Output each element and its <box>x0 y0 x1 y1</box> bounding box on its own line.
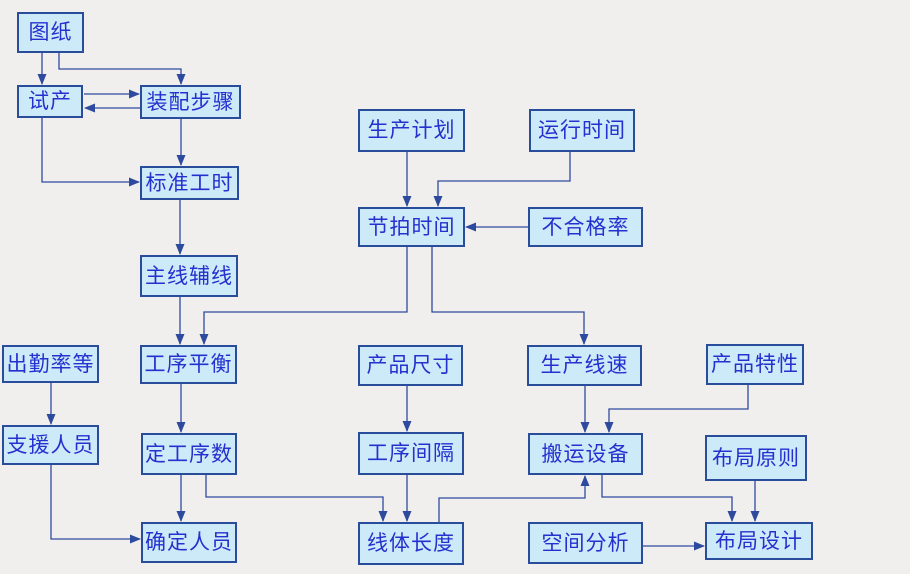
node-product-characteristics: 产品特性 <box>706 344 804 385</box>
connector-run-time-to-takt-time <box>433 152 571 207</box>
node-product-size: 产品尺寸 <box>358 345 463 386</box>
node-production-plan: 生产计划 <box>358 109 465 152</box>
node-space-analysis: 空间分析 <box>528 522 643 564</box>
connector-handling-equipment-to-layout-design <box>601 475 737 522</box>
node-attendance-rate: 出勤率等 <box>2 345 99 383</box>
connector-trial-production-to-standard-hours <box>41 118 140 187</box>
connector-process-count-to-line-length <box>205 475 388 522</box>
node-layout-principles: 布局原则 <box>705 435 807 481</box>
node-support-staff: 支援人员 <box>2 425 99 465</box>
node-line-speed: 生产线速 <box>527 345 642 386</box>
node-process-balance: 工序平衡 <box>140 345 237 384</box>
node-process-count: 定工序数 <box>141 433 237 475</box>
node-run-time: 运行时间 <box>529 109 635 152</box>
node-main-aux-line: 主线辅线 <box>140 255 238 297</box>
node-assembly-steps: 装配步骤 <box>140 85 241 119</box>
connector-takt-time-to-line-speed <box>431 247 589 345</box>
node-drawing: 图纸 <box>17 12 84 53</box>
node-defect-rate: 不合格率 <box>528 207 643 247</box>
node-standard-hours: 标准工时 <box>140 166 239 200</box>
connector-support-staff-to-staff-determination <box>50 465 141 544</box>
node-layout-design: 布局设计 <box>705 522 813 560</box>
node-takt-time: 节拍时间 <box>358 207 465 247</box>
node-handling-equipment: 搬运设备 <box>528 433 643 475</box>
connector-product-characteristics-to-handling-equipment <box>604 385 749 433</box>
node-line-length: 线体长度 <box>358 522 464 565</box>
connector-takt-time-to-process-balance <box>199 247 408 345</box>
connector-line-length-to-handling-equipment <box>438 475 590 522</box>
node-trial-production: 试产 <box>17 85 83 118</box>
node-process-interval: 工序间隔 <box>358 432 464 475</box>
node-staff-determination: 确定人员 <box>141 522 237 563</box>
connector-drawing-to-assembly-steps <box>58 53 186 85</box>
